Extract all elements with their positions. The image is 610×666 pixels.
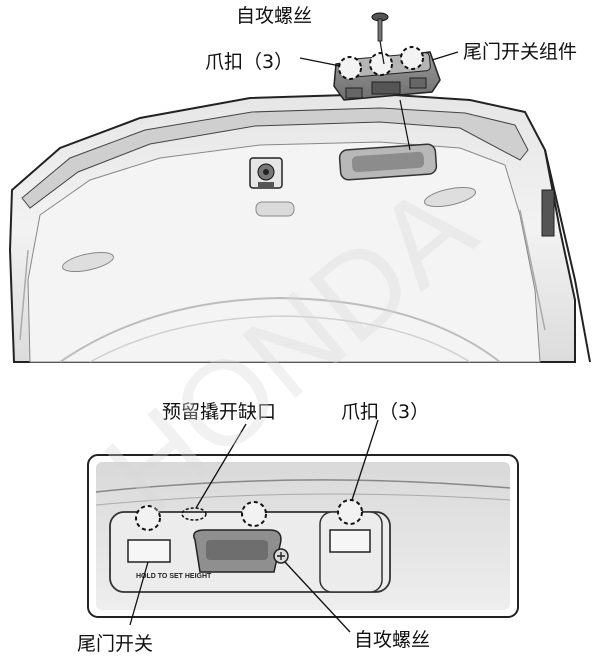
window-lower-curve-2	[89, 315, 471, 363]
label-switch-assembly: 尾门开关组件	[463, 41, 577, 63]
tailgate-switch-leader	[129, 561, 149, 626]
pry-notch-marker	[181, 507, 207, 521]
top-figure: 自攻螺丝 爪扣（3） 尾门开关组件	[8, 5, 591, 363]
handle-recess-inner	[206, 540, 268, 560]
tailgate-latch	[249, 157, 283, 189]
left-handle-recess	[62, 251, 114, 273]
right-handle-recess	[424, 186, 476, 208]
pry-notch-leader	[195, 423, 247, 509]
detail-rim-lower	[95, 493, 511, 506]
screw-leader	[284, 561, 351, 633]
clip-circle-2	[369, 52, 393, 76]
clip-circle-3	[400, 46, 424, 70]
tailgate-inner-area	[27, 141, 541, 363]
screw-cross-icon	[277, 552, 285, 560]
panel-rib-left	[19, 249, 29, 341]
tailgate-right-edge	[544, 149, 591, 363]
label-tailgate-switch: 尾门开关	[77, 633, 153, 655]
detail-clip-circle-2	[241, 501, 267, 527]
window-lower-curve	[59, 296, 501, 363]
label-screw-top: 自攻螺丝	[236, 5, 312, 27]
label-screw-bottom: 自攻螺丝	[354, 629, 430, 651]
tailgate-switch-button[interactable]	[329, 529, 371, 553]
detail-clip-circle-1	[135, 505, 161, 531]
screw-guide-line	[379, 40, 385, 65]
hold-to-set-height-text: HOLD TO SET HEIGHT	[136, 573, 212, 580]
bottom-figure: HOLD TO SET HEIGHT 预留撬开缺口 爪扣（3） 尾门开关 自攻螺…	[77, 401, 519, 655]
center-small-recess	[255, 201, 295, 217]
label-clips-bottom: 爪扣（3）	[341, 401, 429, 423]
detail-clip-circle-3	[337, 499, 363, 525]
clips-leader-bottom	[351, 419, 379, 501]
hold-to-set-height-button[interactable]	[127, 539, 171, 563]
assembly-leader	[431, 51, 459, 61]
tailgate-upper-rim	[21, 107, 529, 209]
detail-rim-upper	[95, 479, 511, 493]
clips-leader-top	[299, 57, 341, 67]
clip-circle-1	[338, 56, 362, 80]
switch-guide-line	[399, 99, 411, 151]
tailgate-side-bracket	[541, 189, 555, 237]
switch-mounting-recess-inner	[351, 151, 425, 173]
panel-rib-right	[519, 209, 546, 331]
screw-part	[371, 12, 389, 42]
label-clips-top: 爪扣（3）	[205, 51, 293, 73]
label-pry-notch: 预留撬开缺口	[162, 401, 276, 423]
